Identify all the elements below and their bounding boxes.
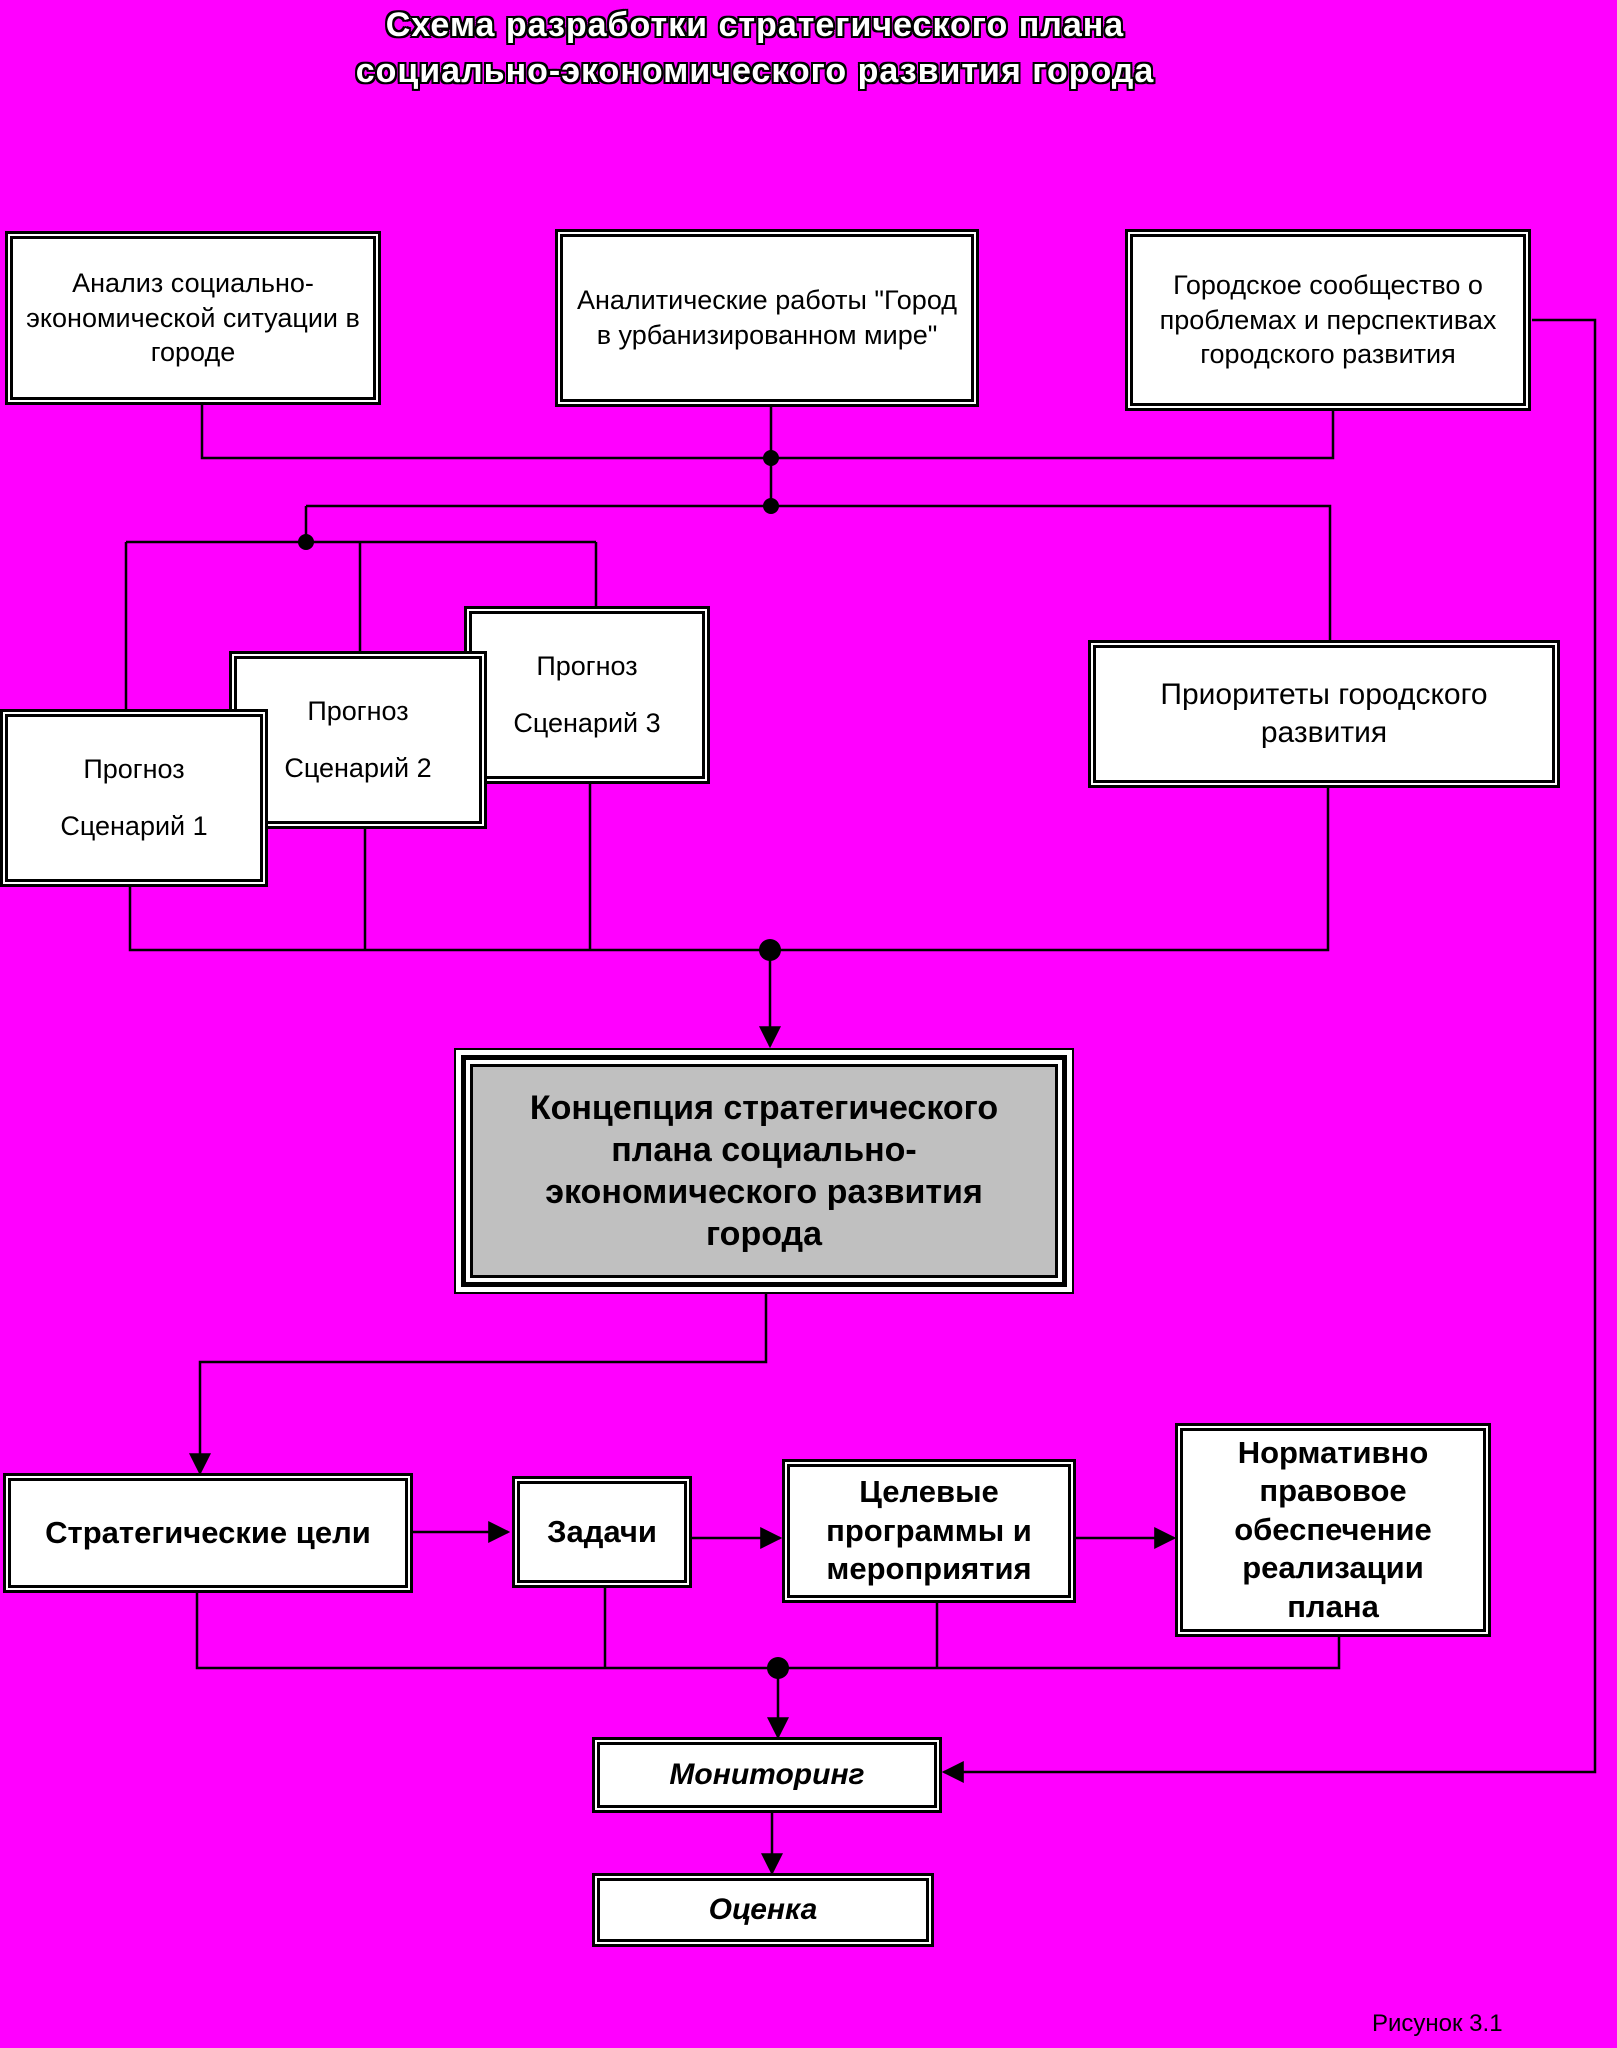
forecast-box-3: Прогноз Сценарий 3 bbox=[467, 609, 707, 781]
analysis-box: Анализ социально-экономической ситуации … bbox=[8, 234, 378, 402]
analysis-text: Анализ социально-экономической ситуации … bbox=[26, 268, 360, 368]
connector-implementation bbox=[195, 1586, 1341, 1670]
junction-dot bbox=[763, 498, 779, 514]
tasks-text: Задачи bbox=[547, 1514, 657, 1550]
junction-dot bbox=[298, 534, 314, 550]
community-box: Городское сообщество о проблемах и персп… bbox=[1128, 232, 1528, 408]
programs-box: Целевые программы и мероприятия bbox=[785, 1462, 1073, 1600]
figure-caption: Рисунок 3.1 bbox=[1372, 2010, 1503, 2037]
forecast-label: Прогноз bbox=[307, 696, 409, 727]
connector-inputs bbox=[200, 403, 1335, 460]
evaluation-text: Оценка bbox=[708, 1892, 818, 1926]
forecast-scenario: Сценарий 1 bbox=[60, 811, 208, 842]
arrow-community-feedback bbox=[941, 318, 1597, 1783]
priorities-box: Приоритеты городского развития bbox=[1091, 643, 1557, 785]
concept-text: Концепция стратегического плана социальн… bbox=[470, 1064, 1058, 1278]
monitoring-box: Мониторинг bbox=[595, 1740, 939, 1810]
forecast-label: Прогноз bbox=[83, 754, 185, 785]
programs-text: Целевые программы и мероприятия bbox=[826, 1474, 1032, 1587]
arrow-to-goals bbox=[189, 1294, 768, 1476]
forecast-scenario: Сценарий 2 bbox=[284, 753, 432, 784]
community-text: Городское сообщество о проблемах и персп… bbox=[1159, 270, 1497, 370]
priorities-text: Приоритеты городского развития bbox=[1160, 677, 1488, 749]
diagram-title-line-1: Схема разработки стратегического плана bbox=[385, 6, 1125, 44]
evaluation-box: Оценка bbox=[595, 1876, 931, 1944]
legal-support-box: Нормативно правовое обеспечение реализац… bbox=[1178, 1426, 1488, 1634]
connector-branch bbox=[306, 504, 1332, 642]
analytical-works-box: Аналитические работы "Город в урбанизиро… bbox=[558, 232, 976, 404]
monitoring-text: Мониторинг bbox=[669, 1757, 865, 1791]
junction-dot bbox=[763, 450, 779, 466]
connector-collector bbox=[128, 778, 1330, 952]
tasks-box: Задачи bbox=[515, 1479, 689, 1585]
diagram-title-line-2: социально-экономического развития города bbox=[355, 52, 1155, 90]
legal-support-text: Нормативно правовое обеспечение реализац… bbox=[1234, 1434, 1432, 1624]
forecast-box-1: Прогноз Сценарий 1 bbox=[3, 712, 265, 884]
strategic-goals-box: Стратегические цели bbox=[6, 1476, 410, 1590]
connector-forecasts bbox=[124, 506, 598, 710]
forecast-label: Прогноз bbox=[536, 651, 638, 682]
forecast-box-2: Прогноз Сценарий 2 bbox=[232, 654, 484, 826]
analytical-works-text: Аналитические работы "Город в урбанизиро… bbox=[576, 285, 958, 350]
junction-dot bbox=[767, 1657, 789, 1679]
junction-dot bbox=[759, 939, 781, 961]
strategic-goals-text: Стратегические цели bbox=[45, 1515, 371, 1551]
forecast-scenario: Сценарий 3 bbox=[513, 708, 661, 739]
concept-box: Концепция стратегического плана социальн… bbox=[454, 1048, 1074, 1294]
